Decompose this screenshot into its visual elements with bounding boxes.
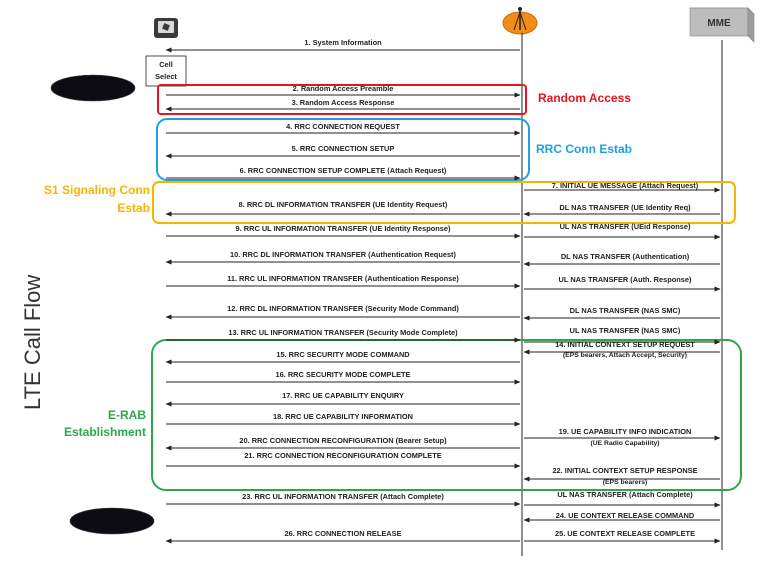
s1-message-label: 14. INITIAL CONTEXT SETUP REQUEST: [555, 340, 695, 349]
s1-message-label: 7. INITIAL UE MESSAGE (Attach Request): [552, 181, 699, 190]
rrc-message-label: 20. RRC CONNECTION RECONFIGURATION (Bear…: [239, 436, 447, 445]
ue-phone-icon: [154, 18, 178, 38]
group-label-erab-line-2: Establishment: [64, 425, 146, 439]
s1-message-label: 24. UE CONTEXT RELEASE COMMAND: [556, 511, 695, 520]
s1-message-label: 22. INITIAL CONTEXT SETUP RESPONSE: [552, 466, 697, 475]
mme-label: MME: [707, 18, 731, 29]
group-label-rrc-conn-estab: RRC Conn Estab: [536, 142, 632, 156]
rrc-message-label: 5. RRC CONNECTION SETUP: [292, 144, 395, 153]
rrc-message-label: 11. RRC UL INFORMATION TRANSFER (Authent…: [227, 274, 459, 283]
group-box-rrc-conn-estab: [156, 118, 530, 181]
s1-message-label: 19. UE CAPABILITY INFO INDICATION: [559, 427, 692, 436]
rrc-message-label: 1. System Information: [304, 38, 382, 47]
rrc-message-label: 15. RRC SECURITY MODE COMMAND: [276, 350, 410, 359]
rrc-message-label: 16. RRC SECURITY MODE COMPLETE: [276, 370, 411, 379]
rrc-message-label: 8. RRC DL INFORMATION TRANSFER (UE Ident…: [239, 200, 448, 209]
s1-message-sublabel: (EPS bearers, Attach Accept, Security): [563, 352, 687, 359]
rrc-messages: 1. System Information 2. Random Access Pr…: [165, 38, 521, 544]
s1-message-label: DL NAS TRANSFER (Authentication): [561, 252, 690, 261]
rrc-message-label: 10. RRC DL INFORMATION TRANSFER (Authent…: [230, 250, 457, 259]
group-label-s1-line-2: Estab: [117, 201, 150, 215]
s1-message-label: UL NAS TRANSFER (UEid Response): [560, 222, 691, 231]
rrc-message-label: 3. Random Access Response: [292, 98, 395, 107]
group-label-s1-line-1: S1 Signaling Conn: [44, 183, 150, 197]
group-label-erab-line-1: E-RAB: [108, 408, 146, 422]
s1-message-label: UL NAS TRANSFER (Attach Complete): [557, 490, 693, 499]
group-box-random-access: [157, 84, 527, 115]
rrc-message-label: 4. RRC CONNECTION REQUEST: [286, 122, 400, 131]
s1-messages: 7. INITIAL UE MESSAGE (Attach Request) DL…: [523, 181, 721, 544]
rrc-message-label: 26. RRC CONNECTION RELEASE: [284, 529, 401, 538]
group-box-s1-signaling: [152, 181, 736, 224]
side-title: LTE Call Flow: [20, 275, 45, 410]
rrc-message-label: 18. RRC UE CAPABILITY INFORMATION: [273, 412, 413, 421]
s1-message-label: DL NAS TRANSFER (NAS SMC): [570, 306, 681, 315]
rrc-message-label: 13. RRC UL INFORMATION TRANSFER (Securit…: [228, 328, 458, 337]
s1-message-sublabel: (EPS bearers): [603, 479, 648, 486]
s1-message-label: 25. UE CONTEXT RELEASE COMPLETE: [555, 529, 695, 538]
rrc-message-label: 2. Random Access Preamble: [293, 84, 394, 93]
rrc-message-label: 12. RRC DL INFORMATION TRANSFER (Securit…: [227, 304, 459, 313]
cell-select-line-1: Cell: [159, 60, 173, 69]
black-oval-top: [50, 74, 136, 102]
black-oval-bottom: [69, 507, 155, 535]
rrc-message-label: 23. RRC UL INFORMATION TRANSFER (Attach …: [242, 492, 444, 501]
rrc-message-label: 6. RRC CONNECTION SETUP COMPLETE (Attach…: [240, 166, 447, 175]
s1-message-label: UL NAS TRANSFER (NAS SMC): [570, 326, 681, 335]
rrc-message-label: 9. RRC UL INFORMATION TRANSFER (UE Ident…: [236, 224, 451, 233]
s1-message-label: DL NAS TRANSFER (UE Identity Req): [559, 203, 691, 212]
group-label-random-access: Random Access: [538, 91, 631, 105]
s1-message-label: UL NAS TRANSFER (Auth. Response): [559, 275, 692, 284]
cell-select-box: [145, 55, 187, 87]
enodeb-icon: [502, 7, 538, 35]
cell-select-line-2: Select: [155, 72, 177, 81]
rrc-message-label: 21. RRC CONNECTION RECONFIGURATION COMPL…: [244, 451, 441, 460]
s1-message-sublabel: (UE Radio Capability): [590, 440, 659, 447]
rrc-message-label: 17. RRC UE CAPABILITY ENQUIRY: [282, 391, 404, 400]
mme-node: MME: [689, 7, 755, 43]
